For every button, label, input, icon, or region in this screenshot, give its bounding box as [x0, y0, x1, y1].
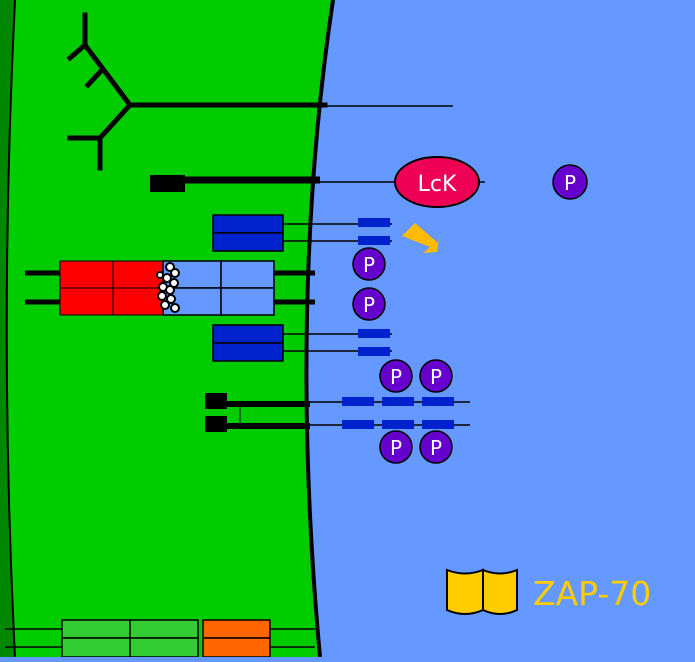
coreceptor-block: [150, 175, 185, 192]
free-phosphate: P: [552, 164, 588, 200]
lck-ellipse: [394, 156, 480, 208]
peptide-cluster: [156, 262, 180, 313]
zap70-left-lobe: [446, 568, 484, 615]
outer-cell-edge: [0, 0, 15, 657]
phospho-group-lower: P P: [379, 430, 453, 464]
phospho-circle: [552, 164, 588, 200]
zap70-label: ZAP-70: [533, 574, 651, 613]
zap70-legend: ZAP-70: [446, 568, 651, 615]
membrane-region: [6, 0, 333, 657]
cd3-lower: [212, 324, 392, 362]
lck-label: LcK: [418, 172, 457, 197]
phosphorylation-arrow-icon: [402, 223, 440, 253]
phospho-label: P: [390, 436, 402, 460]
branched-receptor: [66, 12, 328, 171]
phospho-group-upper: P P: [352, 247, 386, 321]
cd3-upper: [212, 214, 392, 252]
phospho-group-middle: P P: [379, 359, 453, 393]
phospho-label: P: [363, 253, 375, 277]
zap70-right-lobe: [482, 568, 518, 615]
phospho-label: P: [390, 365, 402, 389]
inner-membrane-line: [304, 0, 335, 658]
phospho-label: P: [564, 171, 576, 195]
phospho-label: P: [430, 436, 442, 460]
lck-kinase: LcK: [394, 156, 480, 208]
phospho-label: P: [363, 293, 375, 317]
phospho-label: P: [430, 365, 442, 389]
outer-boundary-line: [5, 0, 16, 658]
zeta-chains: [205, 393, 470, 432]
